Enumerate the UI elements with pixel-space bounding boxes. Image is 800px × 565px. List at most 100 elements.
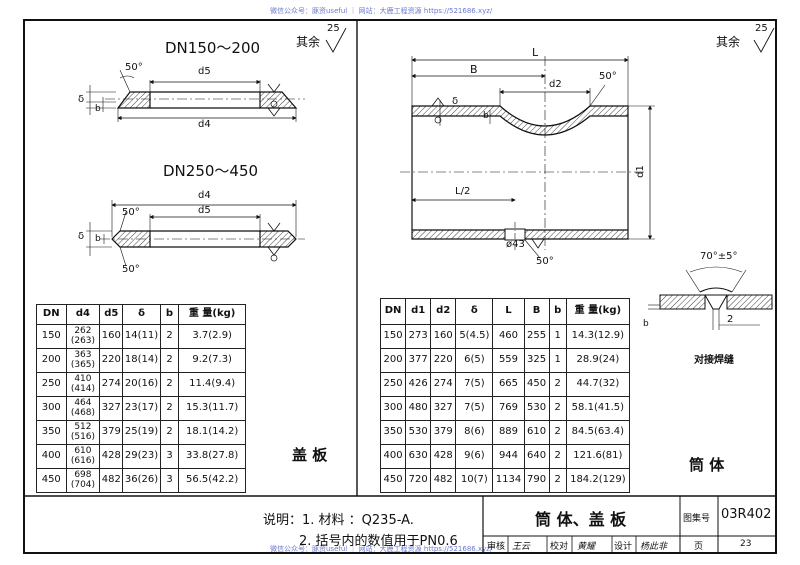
pipe-table-header-cell: 重 量(kg)	[565, 298, 631, 325]
rest-label-left: 其余	[296, 35, 321, 49]
pipe-table-header-cell: δ	[455, 298, 494, 325]
watermark-bottom: 微信公众号：豚资useful ｜ 网站：大鹿工程资源 https://52168…	[270, 545, 493, 553]
dim-B: B	[470, 63, 478, 76]
pipe-table-cell: 84.5(63.4)	[565, 420, 631, 445]
check-label: 校对	[550, 542, 569, 552]
pipe-table-cell: 14.3(12.9)	[565, 324, 631, 349]
pipe-table-cell: 327	[430, 396, 457, 421]
dim-d4-small: d4	[198, 119, 211, 130]
pipe-table-cell: 428	[430, 444, 457, 469]
pipe-table-cell: 1	[548, 324, 567, 349]
pipe-table-header-cell: d1	[405, 298, 432, 325]
dim-delta-small: δ	[78, 94, 85, 105]
cover-table-cell: 250	[36, 372, 67, 397]
cover-table-header-cell: b	[159, 304, 180, 325]
cover-table-cell: 464(468)	[65, 396, 101, 421]
cover-table-cell: 450	[36, 468, 67, 493]
pipe-table-cell: 482	[430, 468, 457, 493]
cover-table-cell: 56.5(42.2)	[178, 468, 246, 493]
pipe-table-cell: 2	[548, 396, 567, 421]
pipe-table-header-cell: L	[492, 298, 525, 325]
cover-table-cell: 18(14)	[122, 348, 161, 373]
roughness-symbol-left	[325, 27, 347, 53]
weld-caption: 对接焊缝	[694, 355, 734, 366]
butt-weld-detail	[648, 266, 773, 330]
pipe-table-cell: 250	[379, 372, 407, 397]
cover-table-cell: 2	[159, 420, 180, 445]
pipe-table-cell: 220	[430, 348, 457, 373]
cover-table-cell: 23(17)	[122, 396, 161, 421]
cover-table-cell: 2	[159, 372, 180, 397]
pipe-table-cell: 6(5)	[455, 348, 494, 373]
pipe-table-header-cell: B	[523, 298, 550, 325]
cover-table-cell: 350	[36, 420, 67, 445]
cover-table-cell: 33.8(27.8)	[178, 444, 246, 469]
pipe-table-cell: 121.6(81)	[565, 444, 631, 469]
pipe-table-cell: 889	[492, 420, 525, 445]
pipe-table-cell: 7(5)	[455, 396, 494, 421]
dim-d1: d1	[634, 165, 646, 178]
pipe-table-cell: 325	[523, 348, 550, 373]
cover-table-cell: 160	[99, 324, 124, 349]
pipe-table-cell: 7(5)	[455, 372, 494, 397]
pipe-table-cell: 665	[492, 372, 525, 397]
cover-table-cell: 25(19)	[122, 420, 161, 445]
weld-b: b	[643, 319, 649, 329]
pipe-table-cell: 530	[523, 396, 550, 421]
weld-angle: 70°±5°	[700, 251, 738, 262]
atlas-label: 图集号	[683, 514, 711, 524]
dim-d5-large: d5	[198, 205, 211, 216]
pipe-table-cell: 44.7(32)	[565, 372, 631, 397]
pipe-table-cell: 150	[379, 324, 407, 349]
cover-title-small: DN150～200	[165, 39, 261, 57]
pipe-table-cell: 58.1(41.5)	[565, 396, 631, 421]
dim-delta-pipe: δ	[452, 96, 459, 107]
page-number: 23	[740, 539, 752, 549]
pipe-table-cell: 610	[523, 420, 550, 445]
cover-table-header-cell: δ	[122, 304, 161, 325]
pipe-table-cell: 944	[492, 444, 525, 469]
cover-table-header-cell: d5	[99, 304, 124, 325]
pipe-table-cell: 377	[405, 348, 432, 373]
dim-angle-small: 50°	[125, 62, 143, 73]
rest-value-right: 25	[755, 23, 768, 34]
dim-angle-pipe-bottom: 50°	[536, 256, 554, 267]
pipe-table-cell: 630	[405, 444, 432, 469]
cover-table-cell: 379	[99, 420, 124, 445]
atlas-number: 03R402	[721, 507, 772, 522]
pipe-table-cell: 9(6)	[455, 444, 494, 469]
cover-table-cell: 20(16)	[122, 372, 161, 397]
cover-table-header-cell: d4	[65, 304, 101, 325]
cover-table-cell: 3.7(2.9)	[178, 324, 246, 349]
cover-table-cell: 200	[36, 348, 67, 373]
rest-label-right: 其余	[716, 35, 741, 49]
cover-table-cell: 300	[36, 396, 67, 421]
cover-table-cell: 698(704)	[65, 468, 101, 493]
pipe-table-cell: 200	[379, 348, 407, 373]
dim-L: L	[532, 46, 539, 59]
pipe-table-cell: 1134	[492, 468, 525, 493]
pipe-body-drawing	[400, 56, 655, 259]
dim-b-pipe: b	[483, 111, 489, 121]
dim-L-half: L/2	[455, 186, 471, 197]
dim-b-small: b	[95, 104, 101, 114]
dim-delta-large: δ	[78, 231, 85, 242]
pipe-table-cell: 769	[492, 396, 525, 421]
cover-table-cell: 220	[99, 348, 124, 373]
cover-table-cell: 36(26)	[122, 468, 161, 493]
cover-table-cell: 428	[99, 444, 124, 469]
pipe-table-cell: 300	[379, 396, 407, 421]
cover-table-header-cell: 重 量(kg)	[178, 304, 246, 325]
cover-table-cell: 363(365)	[65, 348, 101, 373]
cover-plate-large-drawing	[86, 200, 305, 267]
pipe-table-cell: 5(4.5)	[455, 324, 494, 349]
